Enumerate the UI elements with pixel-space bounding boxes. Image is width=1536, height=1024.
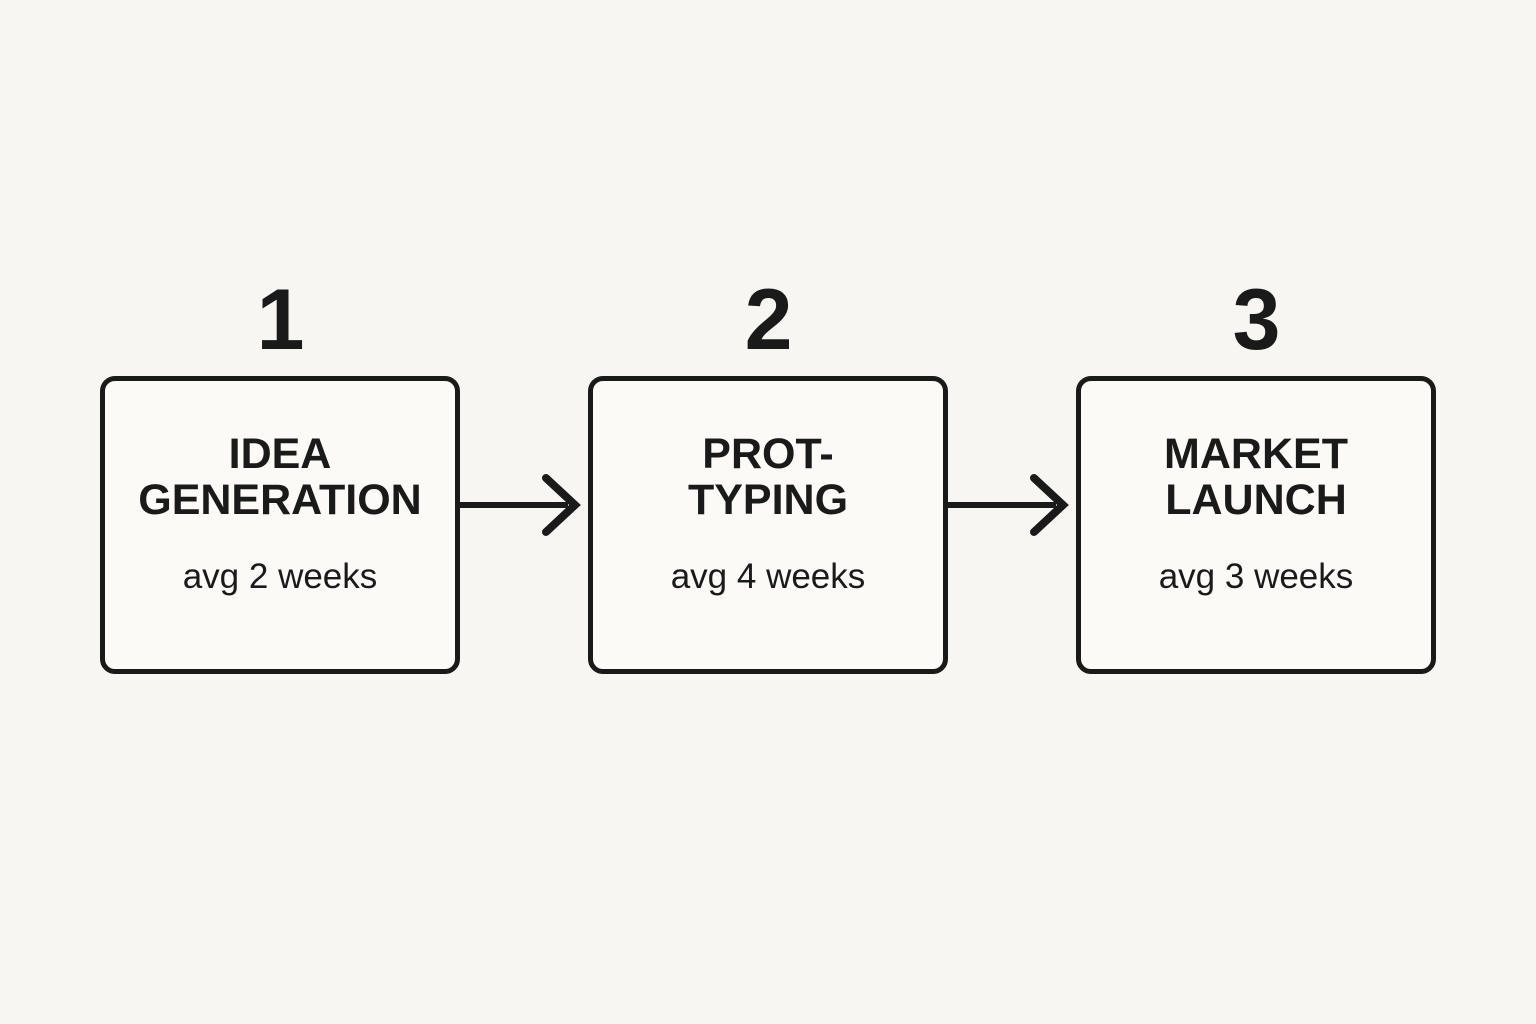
connector-arrow-1 — [458, 470, 588, 540]
step-box-3[interactable]: MARKET LAUNCH avg 3 weeks — [1076, 376, 1436, 674]
step-box-1-content: IDEA GENERATION avg 2 weeks — [105, 431, 455, 594]
arrow-right-icon — [458, 474, 581, 536]
step-subtitle-2: avg 4 weeks — [670, 557, 866, 596]
arrow-right-icon — [946, 474, 1069, 536]
step-number-2: 2 — [744, 272, 793, 368]
step-title-1: IDEA GENERATION — [138, 430, 422, 524]
step-number-1: 1 — [256, 272, 305, 368]
step-title-2: PROT- TYPING — [687, 430, 849, 524]
step-title-3: MARKET LAUNCH — [1164, 430, 1348, 524]
step-subtitle-1: avg 2 weeks — [182, 557, 378, 596]
step-box-3-content: MARKET LAUNCH avg 3 weeks — [1081, 431, 1431, 594]
step-box-1[interactable]: IDEA GENERATION avg 2 weeks — [100, 376, 460, 674]
step-box-2[interactable]: PROT- TYPING avg 4 weeks — [588, 376, 948, 674]
step-number-3: 3 — [1232, 272, 1281, 368]
step-box-2-content: PROT- TYPING avg 4 weeks — [593, 431, 943, 594]
connector-arrow-2 — [946, 470, 1076, 540]
step-subtitle-3: avg 3 weeks — [1158, 557, 1354, 596]
